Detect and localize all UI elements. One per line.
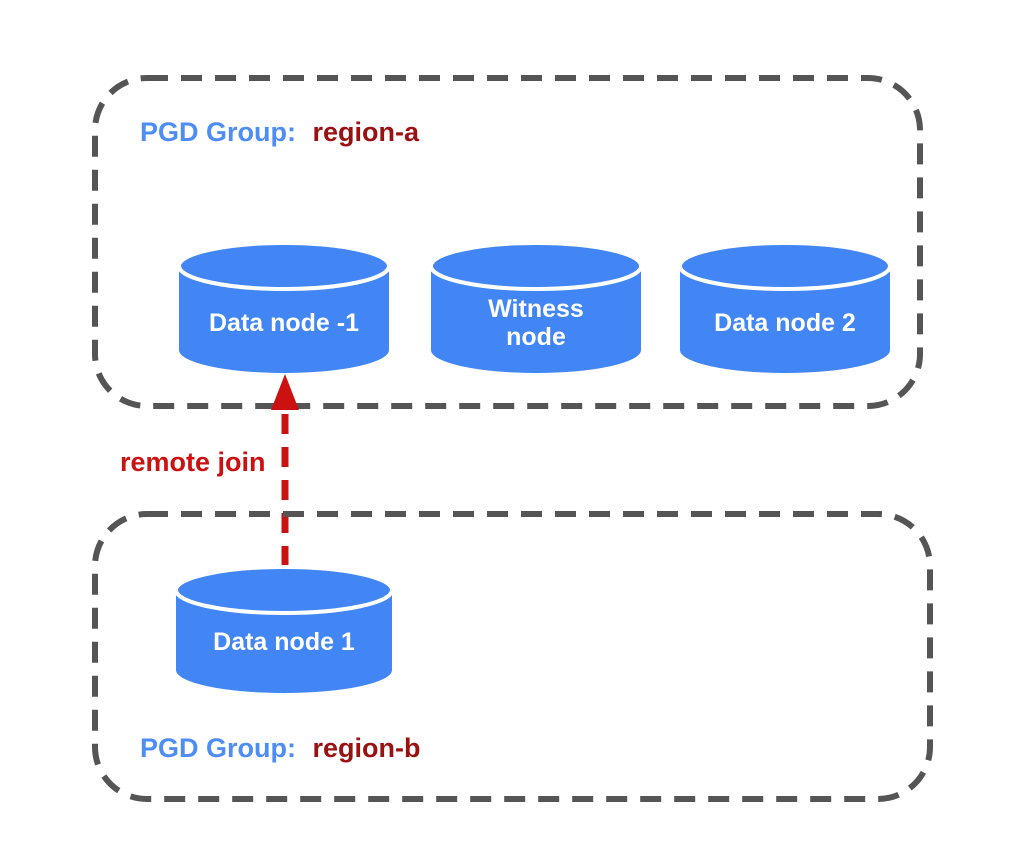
database-cylinder-icon: [179, 266, 389, 373]
node-label-witness-line1: Witness: [488, 295, 584, 323]
pgd-group-region-a-border: [92, 75, 923, 409]
pgd-group-label-prefix: PGD Group:: [140, 117, 296, 147]
node-data-node-1: Data node 1: [174, 565, 394, 693]
pgd-group-label-prefix: PGD Group:: [140, 733, 296, 763]
node-label-data-node-1: Data node 1: [213, 628, 355, 656]
remote-join-arrowhead-icon: [271, 374, 299, 410]
pgd-group-region-a-label: PGD Group: region-a: [140, 117, 420, 147]
pgd-group-region-name: region-b: [313, 733, 421, 763]
remote-join-arrow: remote join: [120, 374, 299, 566]
pgd-group-region-name: region-a: [313, 117, 420, 147]
database-cylinder-top-icon: [678, 241, 892, 291]
database-cylinder-icon: [680, 266, 890, 373]
node-data-node-minus-1: Data node -1: [177, 241, 391, 373]
node-label-witness-line2: node: [506, 323, 566, 351]
pgd-group-region-b: Data node 1 PGD Group: region-b: [92, 511, 933, 802]
node-witness: Witness node: [429, 241, 643, 373]
database-cylinder-top-icon: [174, 565, 394, 615]
pgd-group-region-b-label: PGD Group: region-b: [140, 733, 421, 763]
remote-join-label: remote join: [120, 447, 266, 477]
node-label-data-node-2: Data node 2: [714, 309, 856, 337]
node-label-data-node-minus-1: Data node -1: [209, 309, 359, 337]
database-cylinder-top-icon: [177, 241, 391, 291]
database-cylinder-top-icon: [429, 241, 643, 291]
database-cylinder-icon: [176, 590, 392, 693]
pgd-group-region-b-border: [92, 511, 933, 802]
node-data-node-2: Data node 2: [678, 241, 892, 373]
database-cylinder-icon: [431, 266, 641, 373]
pgd-group-region-a: PGD Group: region-a Data node -1 Witness…: [92, 75, 923, 409]
